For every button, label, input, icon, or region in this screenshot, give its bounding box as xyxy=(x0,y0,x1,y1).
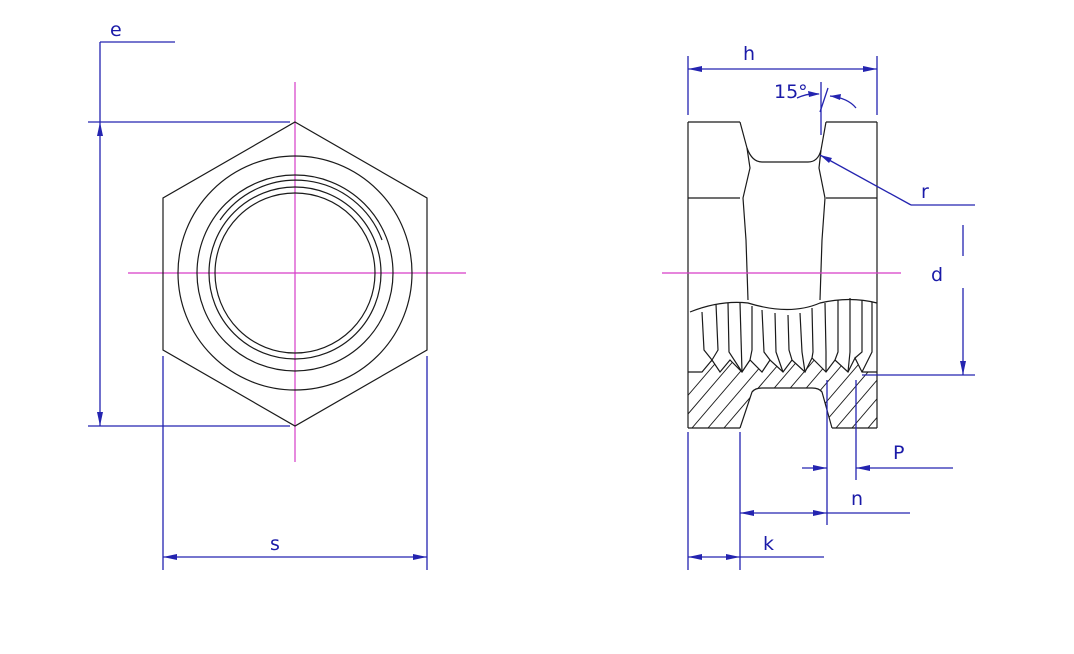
e-arrow-top xyxy=(97,122,103,136)
k-arrow-left xyxy=(688,554,702,560)
label-h: h xyxy=(743,43,755,65)
label-k: k xyxy=(763,533,774,555)
thread-major-circle xyxy=(196,174,394,372)
label-angle-15: 15° xyxy=(774,81,808,103)
label-s: s xyxy=(270,533,280,555)
side-view: h 15° r d P n xyxy=(662,43,975,570)
angle-arrow-left xyxy=(808,91,820,97)
r-leader xyxy=(819,154,912,206)
e-arrow-bottom xyxy=(97,412,103,426)
label-r: r xyxy=(921,181,929,203)
top-groove xyxy=(739,121,827,163)
right-groove-wall xyxy=(818,149,826,301)
thread-arc xyxy=(219,179,383,241)
p-arrow-left xyxy=(813,465,827,471)
front-view: e s xyxy=(88,19,466,570)
h-arrow-left xyxy=(688,66,702,72)
label-p: P xyxy=(893,442,904,464)
bore-circle xyxy=(214,192,376,354)
hexagon-outline xyxy=(162,121,428,427)
h-arrow-right xyxy=(863,66,877,72)
d-arrow xyxy=(960,361,966,375)
k-arrow-right xyxy=(726,554,740,560)
p-arrow-right xyxy=(856,465,870,471)
s-arrow-right xyxy=(413,554,427,560)
angle-flank-line xyxy=(819,87,829,113)
thread-crest-curve xyxy=(689,298,878,313)
angle-arc-right xyxy=(829,95,857,109)
section-hatching xyxy=(688,358,877,428)
s-arrow-left xyxy=(163,554,177,560)
label-e: e xyxy=(110,19,122,41)
n-arrow-left xyxy=(740,510,754,516)
label-n: n xyxy=(851,488,863,510)
label-d: d xyxy=(931,264,943,286)
n-arrow-right xyxy=(813,510,827,516)
thread-roots xyxy=(688,356,877,374)
r-arrow xyxy=(820,155,832,163)
thread-flanks xyxy=(701,298,873,373)
thread-circle xyxy=(208,186,382,360)
chamfer-circle xyxy=(177,155,413,391)
bottom-groove xyxy=(739,387,833,429)
angle-arrow-right xyxy=(830,94,841,100)
left-groove-wall xyxy=(742,147,751,301)
